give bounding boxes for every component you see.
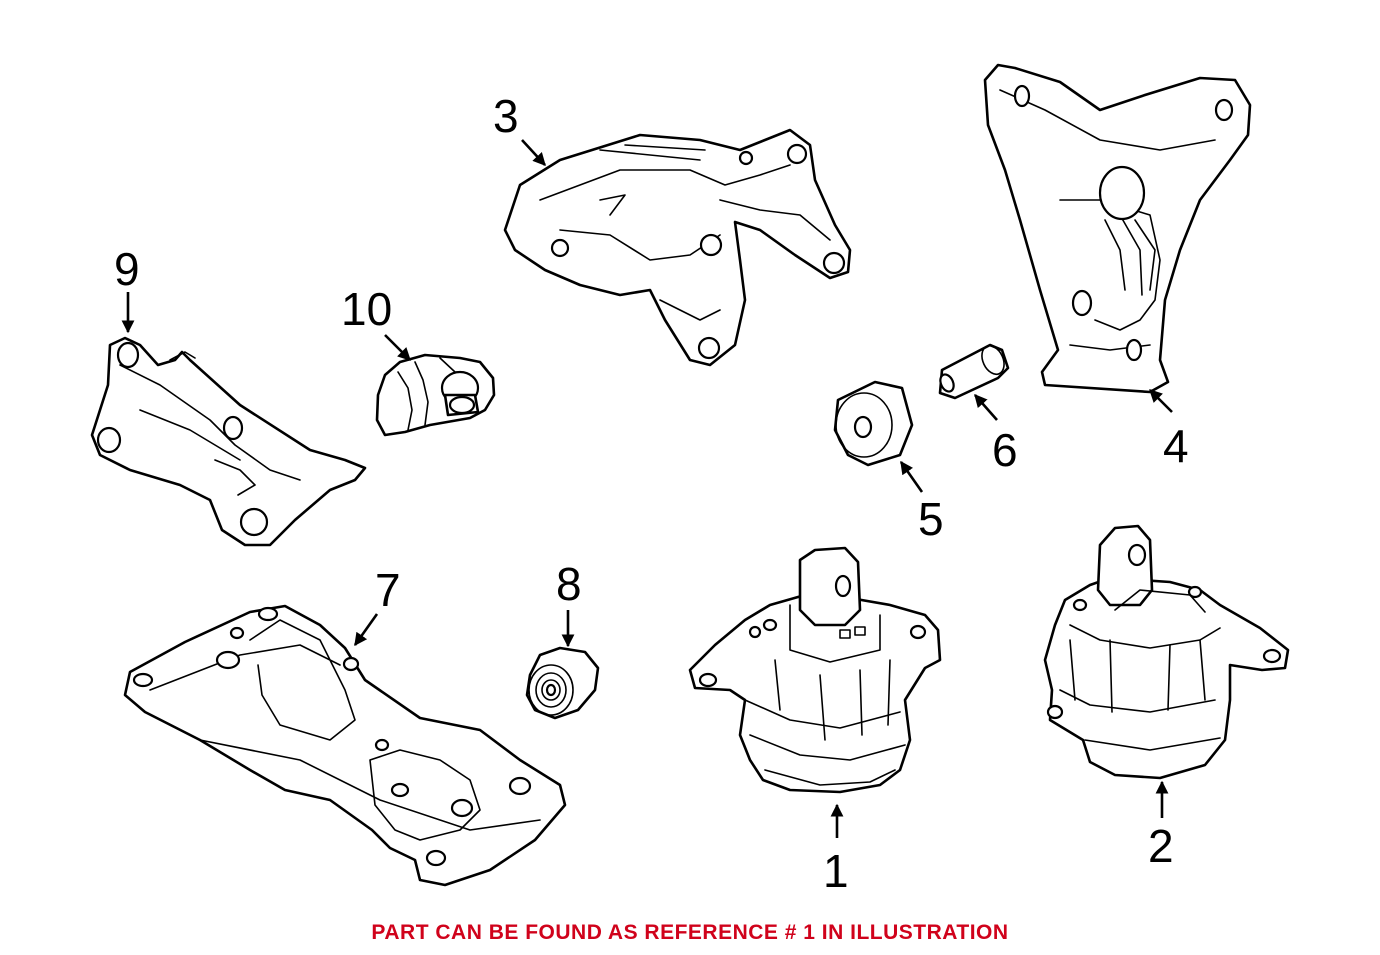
part-1-engine-mount[interactable] bbox=[688, 546, 942, 794]
callout-6: 6 bbox=[992, 424, 1018, 476]
part-7-crossmember[interactable] bbox=[123, 604, 567, 887]
callout-7: 7 bbox=[375, 564, 401, 616]
reference-caption: PART CAN BE FOUND AS REFERENCE # 1 IN IL… bbox=[371, 921, 1009, 944]
part-3-engine-bracket[interactable] bbox=[503, 128, 852, 367]
leader-arrows bbox=[121, 139, 1173, 838]
part-6-sleeve[interactable] bbox=[938, 342, 1010, 400]
callout-5: 5 bbox=[918, 493, 944, 545]
part-5-bushing[interactable] bbox=[833, 380, 914, 467]
part-9-left-bracket[interactable] bbox=[90, 336, 367, 547]
callout-8: 8 bbox=[556, 558, 582, 610]
part-2-engine-mount[interactable] bbox=[1043, 524, 1290, 780]
callout-2: 2 bbox=[1148, 820, 1174, 872]
callout-4: 4 bbox=[1163, 420, 1189, 472]
callout-numbers: 1 2 3 4 5 6 7 8 9 10 bbox=[114, 90, 1189, 897]
callout-3: 3 bbox=[493, 90, 519, 142]
callout-10: 10 bbox=[341, 283, 392, 335]
callout-9: 9 bbox=[114, 243, 140, 295]
part-8-round-mount[interactable] bbox=[525, 646, 600, 720]
part-4-mount-bracket[interactable] bbox=[983, 63, 1252, 394]
part-10-transmission-mount[interactable] bbox=[375, 353, 496, 437]
callout-1: 1 bbox=[823, 845, 849, 897]
